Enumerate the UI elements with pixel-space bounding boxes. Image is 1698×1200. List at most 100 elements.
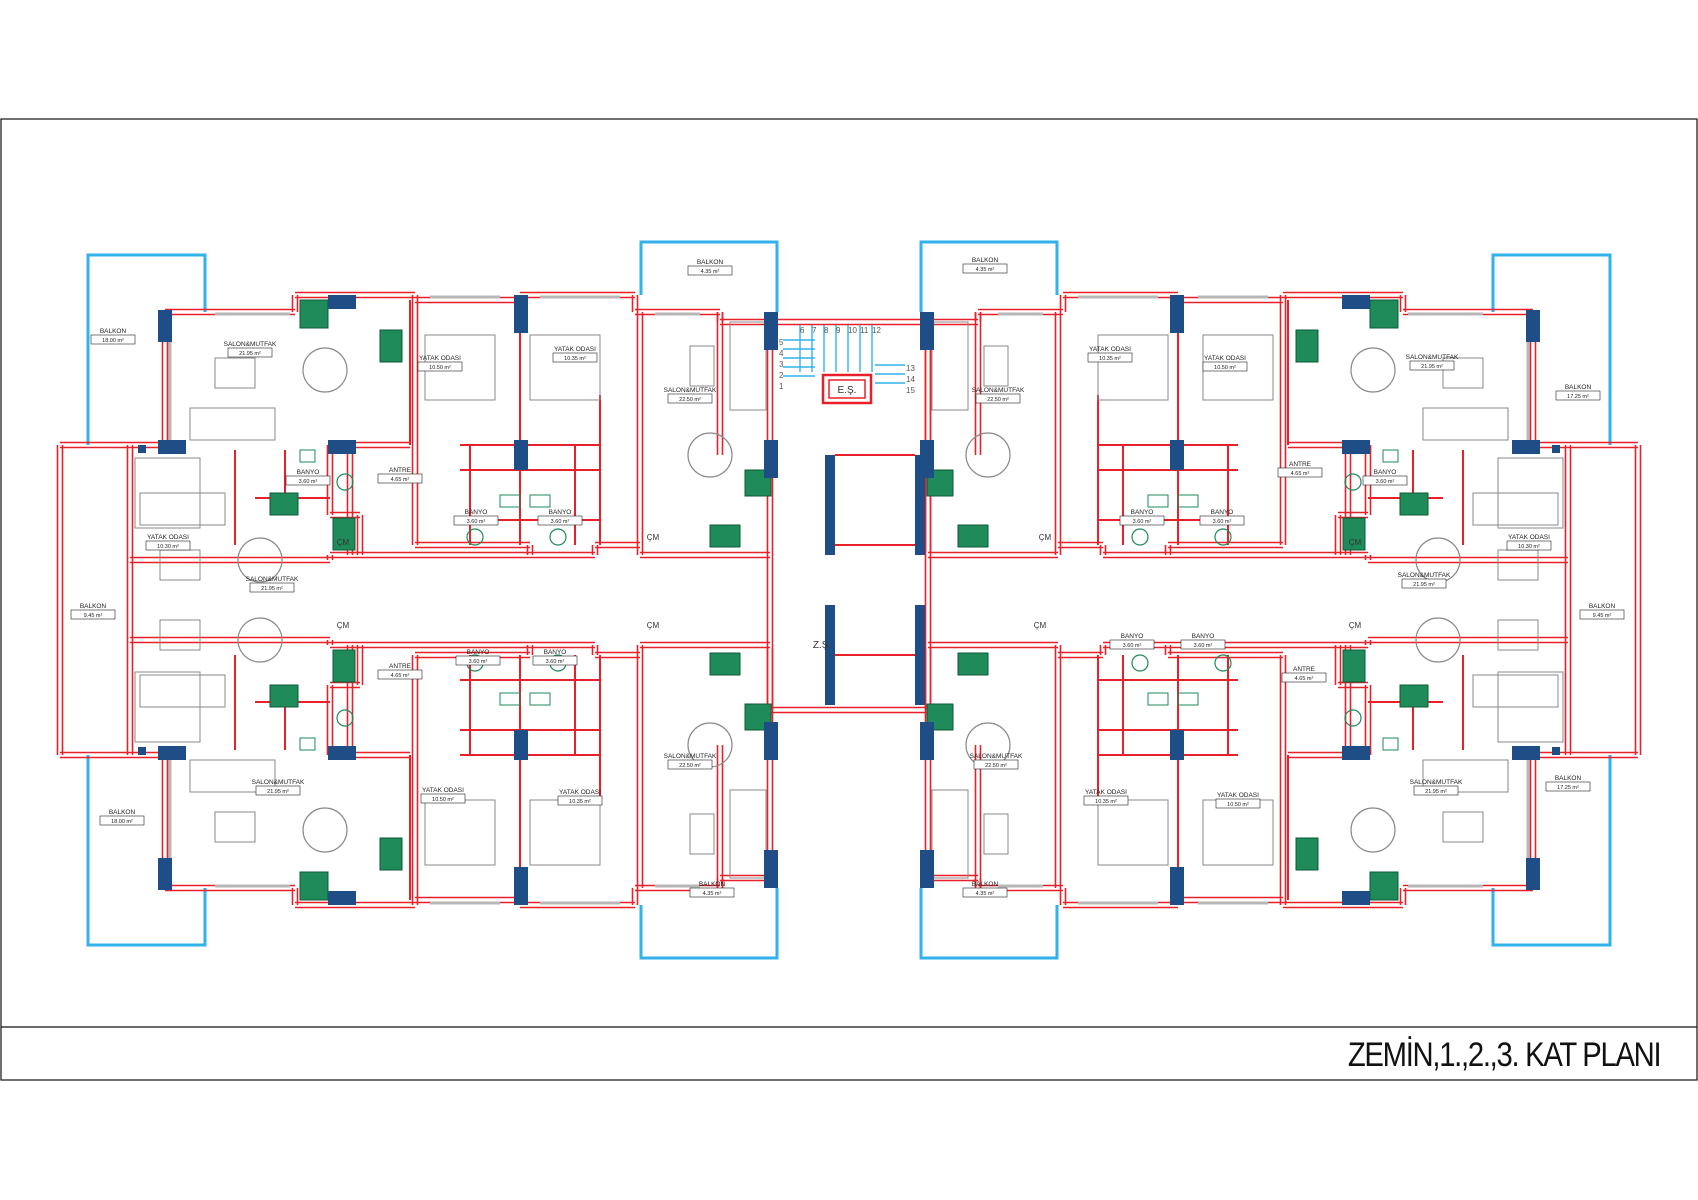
room-label-box [557, 795, 603, 806]
structural-column [158, 746, 186, 760]
room-name: BALKON [972, 257, 999, 264]
room-label-box [1202, 361, 1248, 372]
room-area: 10.30 m² [157, 544, 179, 550]
stair-step-number: 13 [906, 364, 915, 373]
room-label-box [1555, 390, 1601, 401]
washbasin [1147, 494, 1169, 508]
balcony-outline [919, 240, 1059, 312]
wall-segment [1054, 312, 1062, 545]
wall-segment [636, 545, 644, 555]
kitchen-sink [1342, 649, 1366, 683]
coffee-table [214, 357, 256, 389]
wall-segment [1634, 600, 1642, 755]
stair-step-number: 4 [779, 349, 784, 358]
room-name: ANTRE [1293, 666, 1316, 673]
room-label-box [1401, 578, 1447, 589]
wall-segment [636, 645, 644, 655]
wall-segment [356, 645, 364, 685]
room-name: SALON&MUTFAK [1398, 572, 1451, 579]
stair-step-number: 7 [812, 326, 817, 335]
room-name: BANYO [1211, 509, 1234, 516]
wall-segment [1279, 655, 1287, 900]
room-name: SALON&MUTFAK [252, 779, 305, 786]
room-name: BANYO [1374, 469, 1397, 476]
structural-column [1552, 445, 1560, 453]
room-area: 18.00 m² [102, 338, 124, 344]
kitchen-sink [1295, 329, 1319, 363]
stair-label: E.Ş. [838, 385, 857, 396]
wall-segment [1564, 560, 1572, 600]
wall-segment [130, 636, 330, 644]
room-name: YATAK ODASI [1508, 534, 1550, 541]
wall-segment [1058, 651, 1103, 659]
room-name: SALON&MUTFAK [970, 753, 1023, 760]
sofa [729, 789, 767, 879]
wall-segment [415, 541, 530, 549]
wall-segment [1054, 655, 1062, 888]
room-area: 4.65 m² [1291, 471, 1310, 477]
dining-table [1415, 617, 1461, 663]
bed [424, 799, 496, 866]
wall-segment [766, 322, 774, 552]
room-name: YATAK ODASI [422, 787, 464, 794]
wall-segment [1348, 641, 1368, 649]
room-area: 3.60 m² [467, 519, 486, 525]
room-label-box [1119, 515, 1165, 526]
coffee-table [689, 345, 715, 387]
stair-step-number: 5 [779, 338, 784, 347]
wall-segment [530, 641, 595, 649]
dining-table [237, 537, 283, 583]
room-name: BALKON [109, 809, 136, 816]
room-label-box [377, 669, 423, 680]
utility-closet-label: ÇM [1349, 538, 1362, 547]
sofa [139, 674, 226, 708]
room-name: BANYO [467, 649, 490, 656]
room-name: BANYO [1192, 633, 1215, 640]
structural-column [825, 605, 835, 705]
room-area: 18.00 m² [111, 819, 133, 825]
wall-segment [595, 651, 640, 659]
bed [1097, 334, 1169, 401]
dining-table [302, 347, 348, 393]
room-label-box [537, 515, 583, 526]
wall-segment [928, 318, 978, 326]
wall-segment [1164, 645, 1172, 655]
room-area: 4.35 m² [976, 267, 995, 273]
room-area: 3.60 m² [1376, 479, 1395, 485]
wall-segment [1533, 751, 1638, 759]
wall-segment [126, 600, 134, 640]
wall-segment [126, 640, 134, 755]
room-area: 10.35 m² [569, 799, 591, 805]
utility-closet-label: ÇM [647, 621, 660, 630]
structural-column [825, 455, 835, 555]
room-area: 3.60 m² [299, 479, 318, 485]
room-name: BANYO [1121, 633, 1144, 640]
structural-column [328, 891, 356, 905]
structural-columns [138, 295, 1560, 905]
structural-column [920, 850, 934, 888]
room-label-box [1281, 672, 1327, 683]
wall-segment [356, 515, 364, 555]
structural-column [158, 858, 172, 890]
structural-column [764, 850, 778, 888]
wall-segment [928, 641, 1058, 649]
sofa [729, 321, 767, 411]
bed [1202, 799, 1274, 866]
room-label-box [285, 475, 331, 486]
wall-segment [1099, 645, 1107, 655]
room-name: SALON&MUTFAK [664, 387, 717, 394]
room-name: SALON&MUTFAK [1406, 354, 1459, 361]
wall-segment [526, 645, 534, 655]
wall-segment [1564, 600, 1572, 640]
